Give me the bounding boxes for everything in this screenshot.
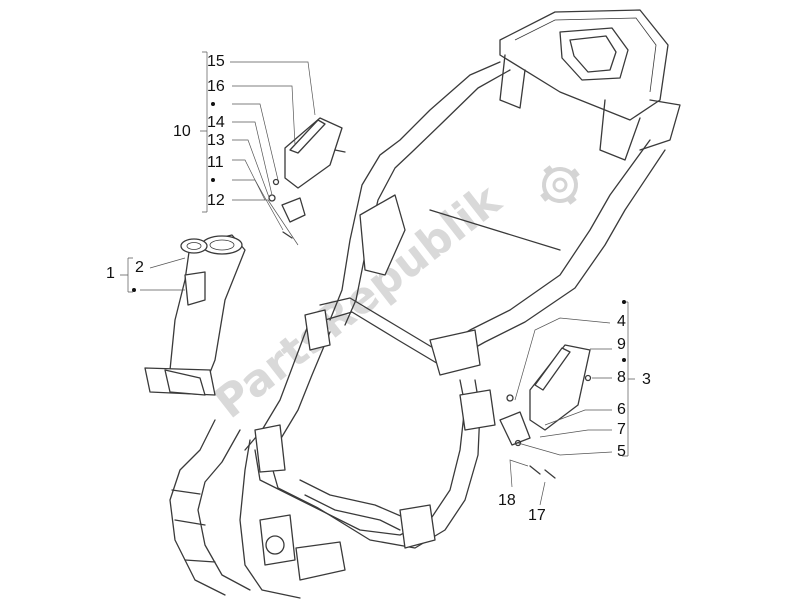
callout-10: 10 bbox=[173, 123, 191, 140]
watermark-text: PartsRepublik bbox=[205, 174, 511, 429]
callout-2: 2 bbox=[135, 259, 144, 276]
callout-3: 3 bbox=[642, 371, 651, 388]
steering-bearing-ring bbox=[180, 238, 208, 254]
callout-12: 12 bbox=[207, 192, 225, 209]
callout-5: 5 bbox=[617, 443, 626, 460]
callout-18: 18 bbox=[498, 492, 516, 509]
callout-13: 13 bbox=[207, 132, 225, 149]
callout-1: 1 bbox=[106, 265, 115, 282]
left-footrest-assembly bbox=[268, 117, 346, 239]
callout-6: 6 bbox=[617, 401, 626, 418]
callout-11: 11 bbox=[207, 154, 224, 171]
callout-16: 16 bbox=[207, 78, 225, 95]
gear-logo-icon bbox=[540, 165, 580, 205]
frame-body bbox=[169, 9, 681, 599]
callout-7: 7 bbox=[617, 421, 626, 438]
callout-9: 9 bbox=[617, 336, 626, 353]
callout-8: 8 bbox=[617, 369, 626, 386]
callout-4: 4 bbox=[617, 313, 626, 330]
right-footrest-assembly bbox=[499, 344, 592, 479]
callout-15: 15 bbox=[207, 53, 225, 70]
callout-17: 17 bbox=[528, 507, 546, 524]
reference-dots bbox=[132, 102, 626, 362]
callout-14: 14 bbox=[207, 114, 225, 131]
